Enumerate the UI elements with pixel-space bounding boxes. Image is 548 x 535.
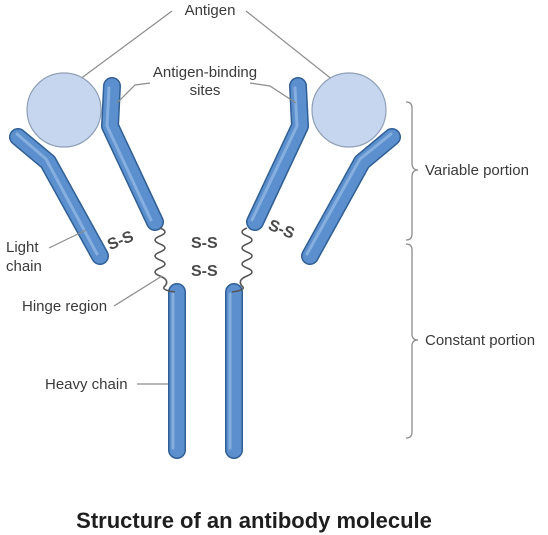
binding-sites-leaders [116,82,297,104]
light-chain-leader [48,229,87,249]
binding-sites-label-line1: Antigen-binding [153,64,257,81]
hinge-squiggle-left [154,227,176,293]
disulfide-bond-upper: S-S [191,235,218,252]
hinge-region-label: Hinge region [22,298,107,315]
binding-sites-label-line2: sites [190,82,221,99]
heavy-chain-left-stem [168,283,186,459]
antigen-right [311,72,387,148]
light-chain-label-line1: Light [6,239,39,256]
antigen-label: Antigen [185,2,236,19]
antigen-left [26,72,102,148]
heavy-chain-left-arm [101,77,164,231]
diagram-title: Structure of an antibody molecule [76,508,432,533]
constant-portion-label: Constant portion [425,332,535,349]
heavy-chain-right-stem [225,283,243,459]
light-chain-label-line2: chain [6,258,42,275]
antigen-leaders [67,10,344,89]
disulfide-bond-left: S-S [105,228,136,254]
disulfide-bond-right: S-S [266,217,297,243]
heavy-chain-right-arm [246,77,309,231]
light-chain-right [301,128,401,265]
disulfide-bond-lower: S-S [191,263,218,280]
heavy-chain-label: Heavy chain [45,376,128,393]
constant-portion-brace [405,243,419,439]
variable-portion-label: Variable portion [425,162,529,179]
hinge-region-leader [113,275,163,307]
light-chain-left [9,128,109,265]
hinge-squiggle-right [231,227,253,293]
variable-portion-brace [405,101,419,241]
